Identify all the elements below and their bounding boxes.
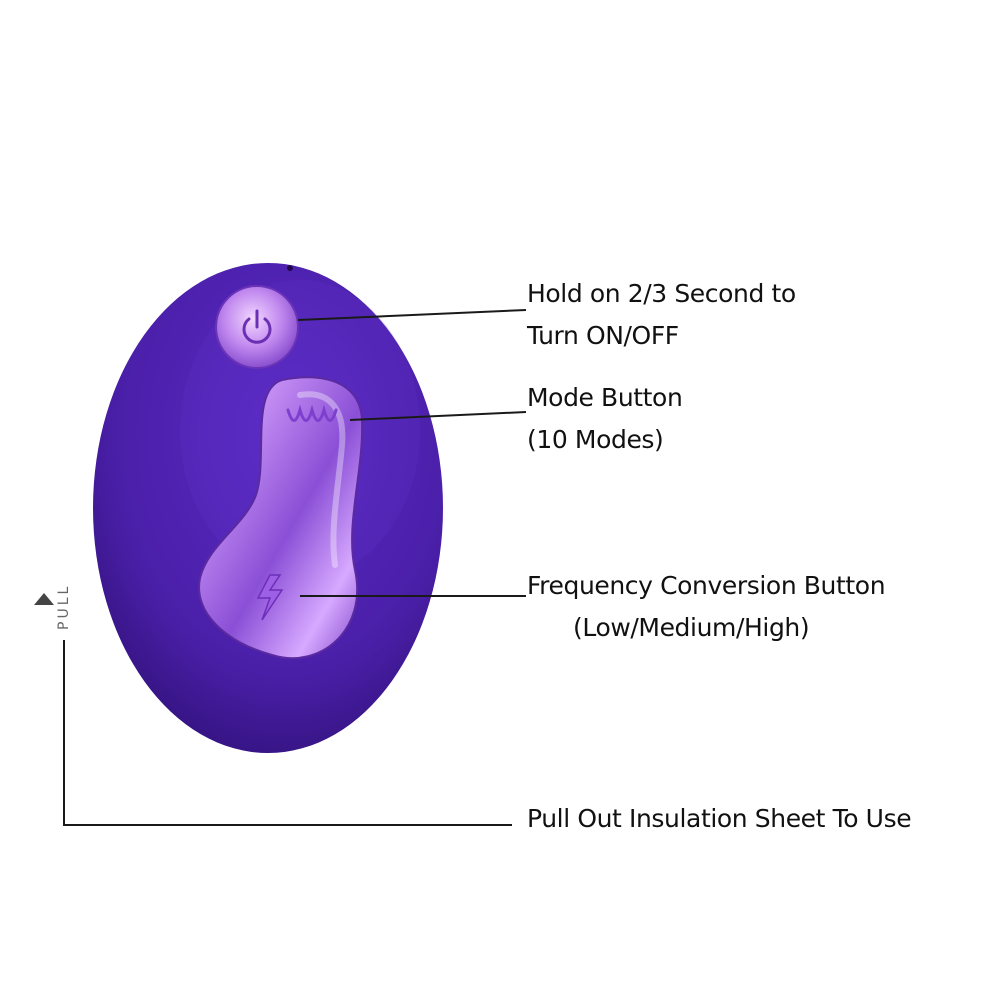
leader-lines <box>63 309 527 826</box>
power-button[interactable] <box>215 285 299 369</box>
leader-pull <box>63 640 512 826</box>
power-icon <box>242 309 272 344</box>
callout-power-line1: Hold on 2/3 Second to <box>527 279 796 308</box>
wave-icon <box>286 404 338 422</box>
pull-arrow-icon <box>34 593 54 605</box>
lightning-icon <box>256 574 284 621</box>
indicator-hole <box>287 265 293 271</box>
callout-frequency-line2: (Low/Medium/High) <box>573 613 810 642</box>
callout-mode-line1: Mode Button <box>527 383 683 412</box>
callout-mode-line2: (10 Modes) <box>527 425 664 454</box>
pull-tab-label: PULL <box>56 583 72 630</box>
leader-power <box>297 309 527 321</box>
callout-pull-out: Pull Out Insulation Sheet To Use <box>527 804 912 833</box>
callout-frequency-line1: Frequency Conversion Button <box>527 571 886 600</box>
mode-frequency-button[interactable] <box>198 376 364 660</box>
leader-mode <box>349 411 527 421</box>
callout-power-line2: Turn ON/OFF <box>527 321 679 350</box>
